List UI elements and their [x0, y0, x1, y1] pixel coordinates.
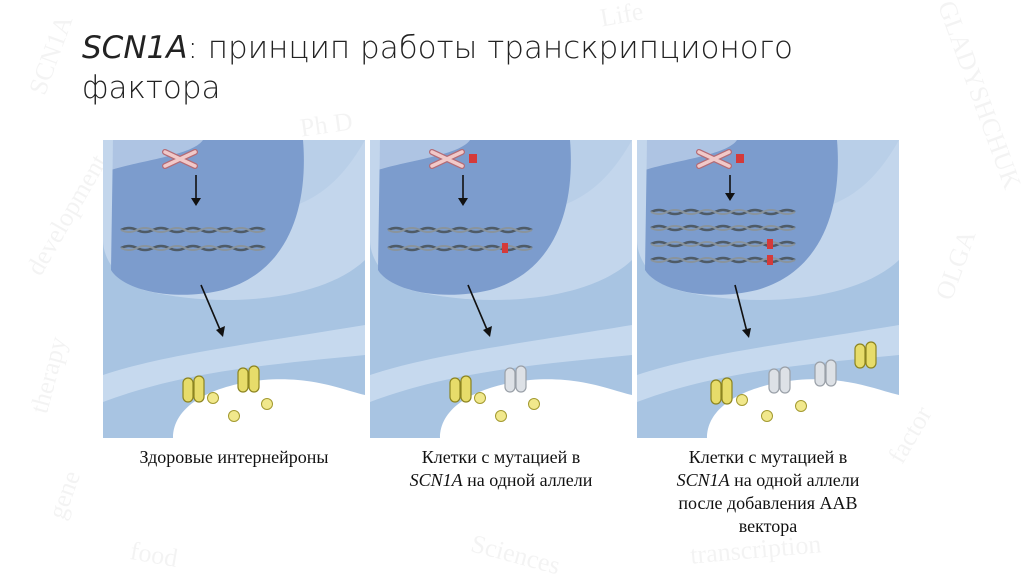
watermark-word: Sciences [468, 529, 564, 574]
sodium-channel-icon [450, 376, 471, 402]
nonfunctional-channel-icon [769, 367, 790, 393]
nonfunctional-channel-icon [815, 360, 836, 386]
caption-line: после добавления ААВ [678, 493, 857, 513]
watermark-word: development [21, 149, 114, 280]
illustration-healthy-interneurons [103, 140, 365, 438]
sodium-channel-icon [183, 376, 204, 402]
illustration-mutant-cells [370, 140, 632, 438]
caption-panel-1: Здоровые интернейроны [99, 446, 369, 469]
illustration-mutant-cells-after-aav [637, 140, 899, 438]
caption-line: Клетки с мутацией в [422, 447, 581, 467]
caption-gene-name: SCN1A [410, 470, 463, 490]
title-gene-name: SCN1A [82, 30, 187, 66]
caption-line: Здоровые интернейроны [140, 447, 329, 467]
watermark-word: GLADYSHCHUK [931, 0, 1024, 193]
watermark-word: Ph D [298, 106, 354, 143]
caption-panel-2: Клетки с мутацией в SCN1A на одной аллел… [366, 446, 636, 492]
caption-line: на одной аллели [730, 470, 860, 490]
watermark-word: food [128, 536, 180, 574]
watermark-word: therapy [24, 333, 73, 416]
title-text-line2: фактора [82, 70, 221, 106]
title-text: : принцип работы транскрипционого [187, 30, 792, 66]
caption-line: вектора [739, 516, 798, 536]
watermark-word: gene [42, 467, 87, 523]
sodium-channel-icon [238, 366, 259, 392]
nonfunctional-channel-icon [505, 366, 526, 392]
caption-panel-3: Клетки с мутацией в SCN1A на одной аллел… [633, 446, 903, 538]
watermark-word: SCN1A [23, 11, 79, 99]
watermark-word: OLGA [930, 226, 983, 304]
caption-gene-name: SCN1A [677, 470, 730, 490]
sodium-channel-icon [855, 342, 876, 368]
sodium-channel-icon [711, 378, 732, 404]
slide-title: SCN1A: принцип работы транскрипционого ф… [82, 28, 882, 108]
caption-line: Клетки с мутацией в [689, 447, 848, 467]
caption-line: на одной аллели [463, 470, 593, 490]
